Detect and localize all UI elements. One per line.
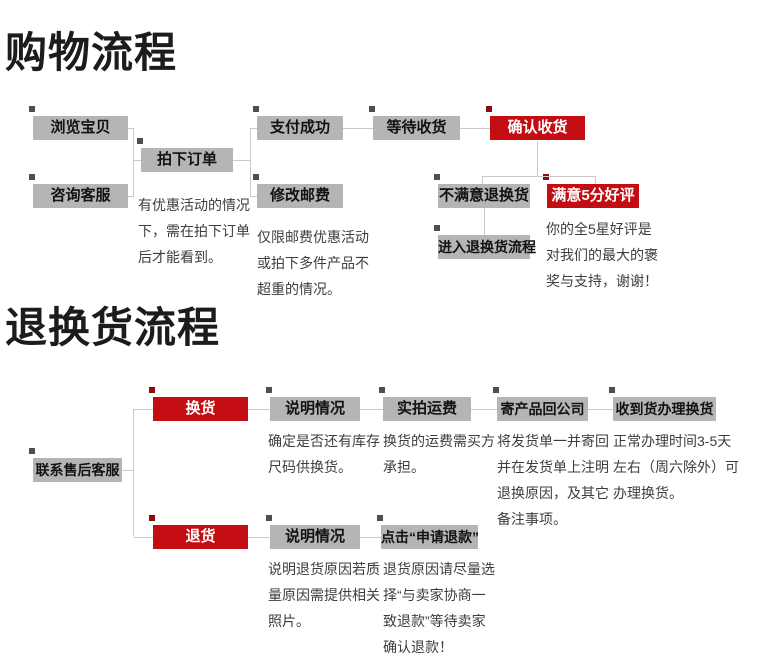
connector-line [133, 128, 134, 197]
note-send-invoice: 将发货单一并寄回 并在发货单上注明 退换原因，及其它 备注事项。 [497, 433, 609, 527]
connector-line [251, 128, 257, 129]
connector-line [360, 409, 383, 410]
flow-box-send-product-back: 寄产品回公司 [493, 387, 588, 421]
returns-flow-title: 退换货流程 [5, 304, 221, 351]
note-stock-check: 确定是否还有库存 尺码供换货。 [268, 433, 380, 475]
connector-line [134, 409, 153, 410]
connector-line [134, 160, 141, 161]
flow-box-explain-return: 说明情况 [266, 515, 360, 549]
flow-box-enter-return-process: 进入退换货流程 [434, 225, 536, 259]
connector-line [250, 128, 251, 197]
connector-line [537, 141, 538, 176]
flow-box-return-goods: 退货 [149, 515, 248, 549]
flow-box-place-order: 拍下订单 [137, 138, 233, 172]
flow-box-payment-success: 支付成功 [253, 106, 343, 140]
note-processing-time: 正常办理时间3-5天 左右（周六除外）可 办理换货。 [613, 433, 739, 501]
note-postage-condition: 仅限邮费优惠活动 或拍下多件产品不 超重的情况。 [257, 229, 369, 297]
connector-line [471, 409, 497, 410]
connector-line [595, 176, 596, 184]
flow-box-process-on-receipt: 收到货办理换货 [609, 387, 716, 421]
note-five-star-thanks: 你的全5星好评是 对我们的最大的褒 奖与支持，谢谢！ [546, 221, 658, 289]
flow-box-exchange: 换货 [149, 387, 248, 421]
flow-box-explain-exchange: 说明情况 [266, 387, 360, 421]
connector-line [484, 208, 485, 235]
flow-box-confirm-receipt: 确认收货 [486, 106, 585, 140]
connector-line [133, 409, 134, 537]
connector-line [360, 537, 381, 538]
connector-line [343, 128, 373, 129]
flow-box-wait-delivery: 等待收货 [369, 106, 460, 140]
flow-box-contact-aftersales: 联系售后客服 [29, 448, 122, 482]
connector-line [588, 409, 613, 410]
connector-line [482, 176, 483, 184]
connector-line [248, 409, 270, 410]
flow-box-consult-service: 咨询客服 [29, 174, 128, 208]
connector-line [482, 176, 595, 177]
flow-box-five-star-review: 满意5分好评 [543, 174, 639, 208]
flow-box-click-apply-refund: 点击“申请退款” [377, 515, 479, 549]
shopping-flow-title: 购物流程 [5, 29, 178, 76]
flow-box-modify-postage: 修改邮费 [253, 174, 343, 208]
connector-line [122, 470, 133, 471]
connector-line [134, 537, 153, 538]
flow-box-unsatisfied-return: 不满意退换货 [434, 174, 530, 208]
connector-line [248, 537, 270, 538]
connector-line [251, 196, 257, 197]
note-return-reason-photos: 说明退货原因若质 量原因需提供相关 照片。 [268, 561, 380, 629]
connector-line [128, 128, 133, 129]
note-freight-buyer: 换货的运费需买方 承担。 [383, 433, 495, 475]
connector-line [233, 160, 250, 161]
note-refund-selection: 退货原因请尽量选 择“与卖家协商一 致退款”等待卖家 确认退款！ [383, 561, 495, 655]
connector-line [460, 128, 490, 129]
flow-box-browse-items: 浏览宝贝 [29, 106, 128, 140]
note-order-discount: 有优惠活动的情况 下，需在拍下订单 后才能看到。 [138, 197, 250, 265]
connector-line [128, 196, 133, 197]
flow-box-actual-freight: 实拍运费 [379, 387, 471, 421]
